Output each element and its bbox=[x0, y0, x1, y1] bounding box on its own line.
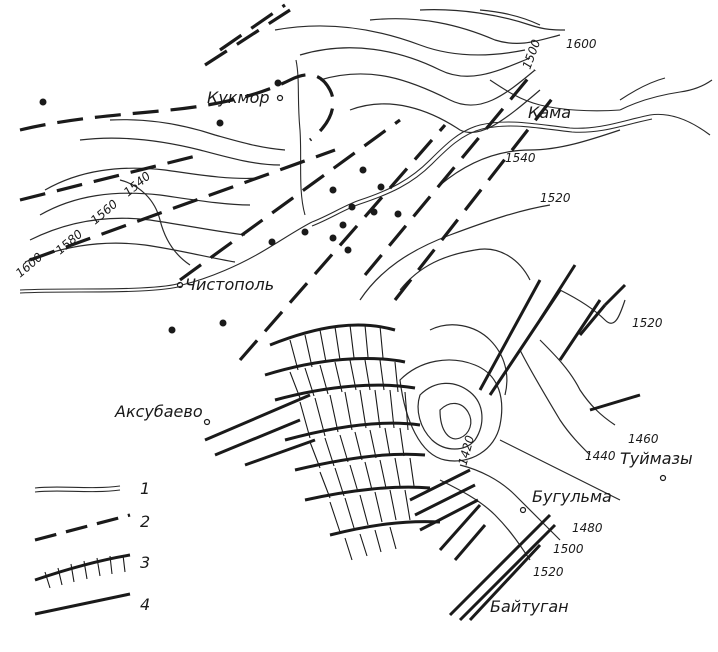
city-label-baytugan: Байтуган bbox=[490, 597, 569, 616]
dashed-boundaries bbox=[19, 3, 557, 362]
city-label-aksubaevo: Аксубаево bbox=[114, 402, 203, 421]
isoline-label: 1480 bbox=[572, 521, 603, 535]
city-markers bbox=[176, 94, 667, 514]
legend: 1 2 3 4 bbox=[34, 479, 150, 616]
well-dots bbox=[39, 79, 402, 334]
city-label-tuymazy: Туймазы bbox=[620, 449, 693, 468]
legend-number: 2 bbox=[140, 512, 150, 531]
city-label-kukmor: Кукмор bbox=[207, 88, 270, 107]
city-label-bugulma: Бугульма bbox=[532, 487, 612, 506]
isoline-label: 1500 bbox=[520, 37, 544, 71]
fault-lines bbox=[204, 264, 641, 622]
isoline-label: 1520 bbox=[533, 565, 564, 579]
city-label-chistopol: Чистополь bbox=[185, 275, 274, 294]
contour-lines bbox=[24, 9, 626, 561]
isoline-label: 1560 bbox=[88, 197, 121, 228]
hatch-ticks bbox=[289, 324, 415, 561]
isoline-label: 1540 bbox=[121, 169, 154, 200]
legend-item-2: 2 bbox=[34, 512, 150, 542]
isoline-label: 1600 bbox=[13, 250, 46, 281]
isoline-label: 1540 bbox=[505, 151, 536, 165]
river-label-kama: Кама bbox=[528, 103, 571, 122]
hatched-zone bbox=[264, 323, 441, 561]
legend-item-3: 3 bbox=[34, 553, 150, 589]
legend-number: 1 bbox=[140, 479, 150, 498]
legend-number: 4 bbox=[140, 595, 150, 614]
isoline-label: 1520 bbox=[632, 316, 663, 330]
isoline-label: 1440 bbox=[585, 449, 616, 463]
isoline-label: 1500 bbox=[553, 542, 584, 556]
isoline-label: 1460 bbox=[628, 432, 659, 446]
isoline-label: 1600 bbox=[566, 37, 597, 51]
legend-item-1: 1 bbox=[34, 479, 150, 498]
rivers bbox=[19, 59, 713, 294]
legend-item-4: 4 bbox=[34, 592, 150, 616]
isoline-label: 1520 bbox=[540, 191, 571, 205]
legend-number: 3 bbox=[140, 553, 150, 572]
